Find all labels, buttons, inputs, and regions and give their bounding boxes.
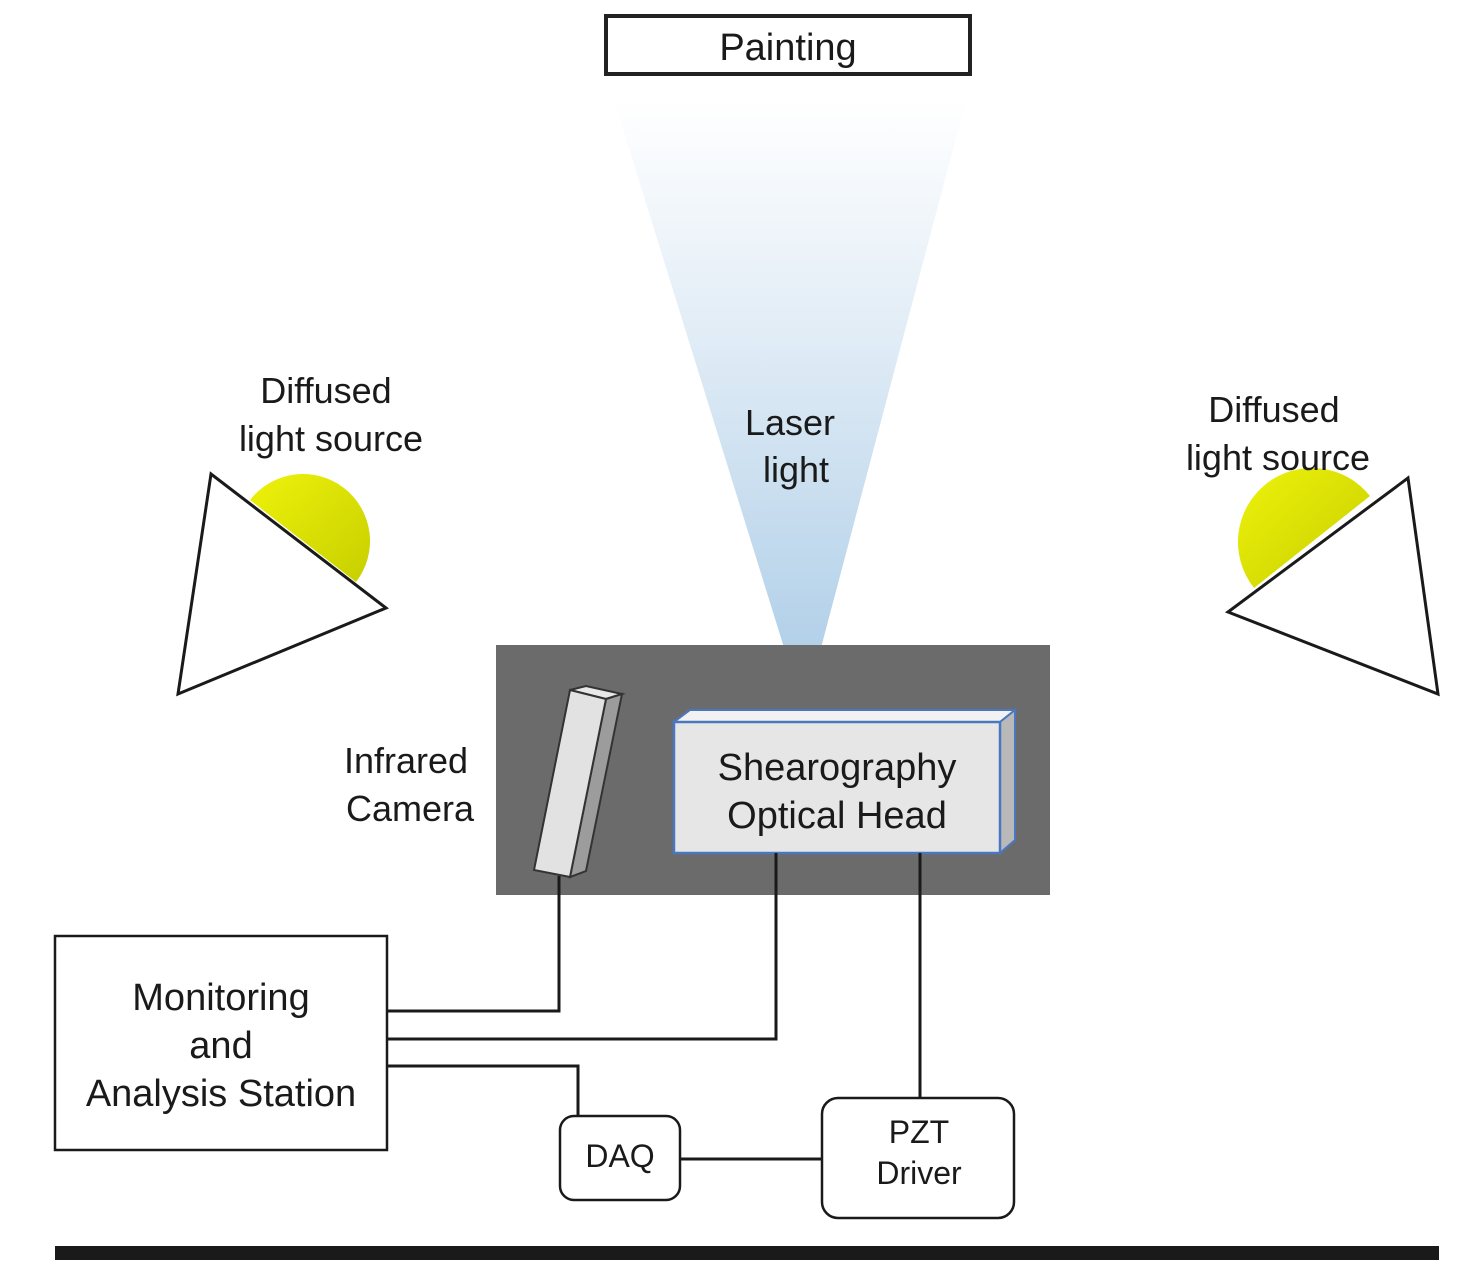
optical-head-label-line2: Optical Head bbox=[727, 795, 947, 837]
left-light-source bbox=[176, 471, 389, 697]
laser-beam bbox=[614, 100, 966, 712]
camera-label-line2: Camera bbox=[346, 788, 475, 829]
pzt-label-line1: PZT bbox=[889, 1114, 949, 1150]
right-lamp-glow bbox=[1237, 467, 1370, 588]
station-label-line1: Monitoring bbox=[132, 977, 309, 1019]
optical-head-label-line1: Shearography bbox=[718, 747, 957, 789]
camera-front-face bbox=[532, 688, 608, 879]
painting-label: Painting bbox=[719, 27, 856, 69]
camera-to-station-cable bbox=[387, 876, 561, 1013]
left-light-label-line2: light source bbox=[239, 418, 423, 459]
camera-label-line1: Infrared bbox=[344, 740, 468, 781]
laser-label-line2: light bbox=[763, 449, 829, 490]
daq-label: DAQ bbox=[585, 1138, 654, 1174]
infrared-camera bbox=[532, 684, 626, 879]
painting-box: Painting bbox=[604, 14, 972, 76]
right-light-reflector bbox=[1224, 475, 1440, 697]
station-label-line2: and bbox=[189, 1025, 252, 1067]
pzt-driver-box: PZT Driver bbox=[820, 1096, 1016, 1220]
left-light-label-line1: Diffused bbox=[260, 370, 391, 411]
shearography-optical-head: Shearography Optical Head bbox=[671, 707, 1018, 856]
station-to-daq-cable bbox=[387, 1064, 580, 1116]
daq-box: DAQ bbox=[558, 1114, 682, 1202]
optical-head-front-face bbox=[672, 720, 1002, 855]
optical-head-to-station-cable bbox=[387, 853, 778, 1041]
left-lamp-glow bbox=[250, 473, 371, 582]
bottom-rule bbox=[55, 1246, 1439, 1260]
right-light-source bbox=[1224, 467, 1440, 697]
monitoring-analysis-station: Monitoring and Analysis Station bbox=[53, 934, 389, 1152]
right-light-label-line1: Diffused bbox=[1208, 389, 1339, 430]
laser-label-line1: Laser bbox=[745, 402, 835, 443]
station-label-line3: Analysis Station bbox=[86, 1073, 356, 1115]
optical-head-side-face bbox=[999, 707, 1016, 856]
pzt-label-line2: Driver bbox=[876, 1155, 962, 1191]
optical-head-top-face bbox=[671, 709, 1018, 723]
left-light-reflector bbox=[176, 471, 389, 697]
right-light-label-line2: light source bbox=[1186, 437, 1370, 478]
